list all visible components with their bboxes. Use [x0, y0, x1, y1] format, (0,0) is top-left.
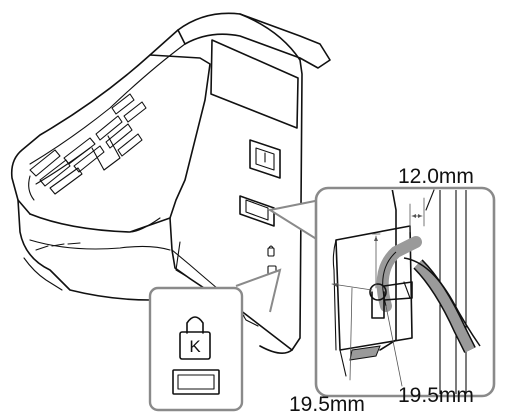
dimension-label-19-5mm-left: 19.5mm: [289, 393, 365, 413]
dimension-label-19-5mm-right: 19.5mm: [398, 384, 474, 407]
lock-head: [369, 281, 413, 319]
lock-letter-k: K: [189, 337, 201, 356]
dimension-vertical: [371, 233, 403, 387]
power-switch: [249, 139, 281, 179]
lock-icon-callout: K: [148, 268, 282, 412]
kensington-lock-icon: K: [179, 316, 211, 360]
printer-illustration: [10, 12, 331, 354]
dimension-12mm: [409, 189, 435, 233]
side-window: [210, 39, 299, 129]
dimension-label-12mm: 12.0mm: [398, 165, 474, 188]
slot-opening: [239, 195, 275, 227]
slot-shape-icon: [172, 369, 220, 395]
slot-plate: [335, 225, 413, 351]
keypad: [28, 93, 147, 201]
dimension-horizontal: [331, 283, 373, 381]
slot-detail-callout: [267, 186, 496, 398]
